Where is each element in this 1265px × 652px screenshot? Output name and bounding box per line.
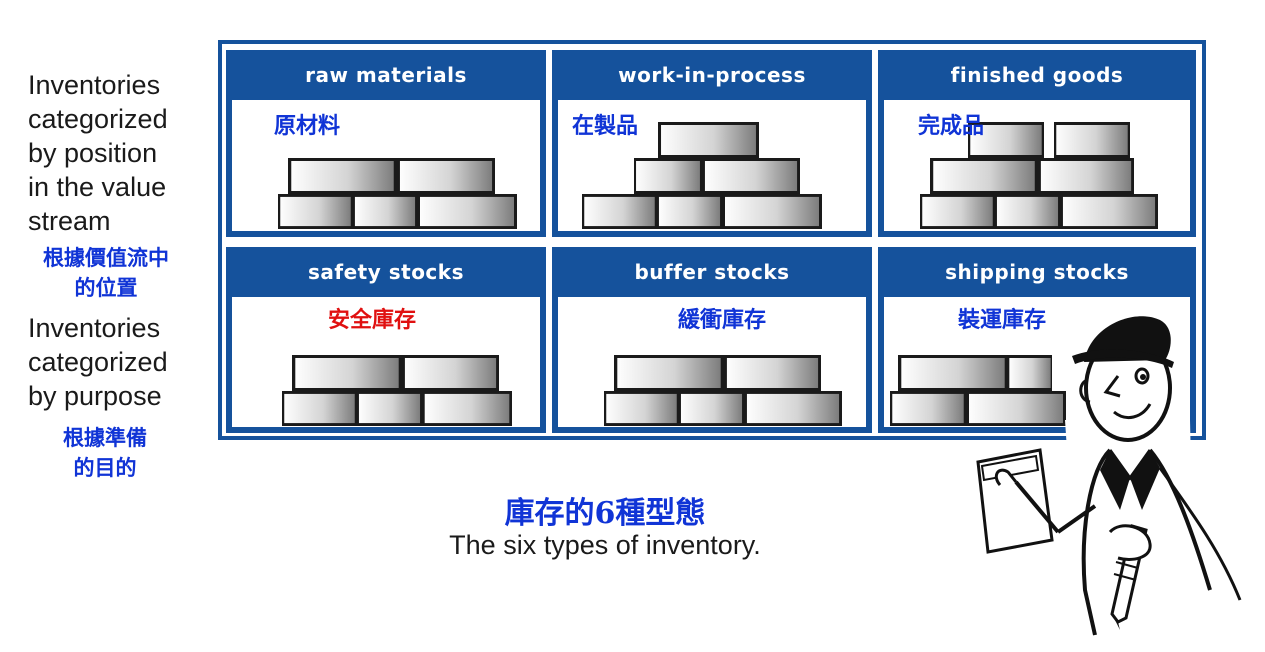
caption-zh: 庫存的6種型態 <box>504 496 706 531</box>
panel-body: 完成品 <box>884 100 1190 231</box>
purpose-zh-line: 的目的 <box>73 455 137 480</box>
position-label-line: categorized <box>28 104 168 134</box>
panel-zh-label: 緩衝庫存 <box>678 307 767 333</box>
purpose-label-line: by purpose <box>28 381 162 411</box>
position-label-line: in the value <box>28 172 167 202</box>
position-category-label: Inventories categorized by position in t… <box>28 68 168 238</box>
caption-en: The six types of inventory. <box>449 530 761 560</box>
cartoon-worker-illustration <box>976 316 1242 645</box>
panel-zh-label: 原材料 <box>274 113 341 139</box>
panel-title: shipping stocks <box>945 260 1129 284</box>
panel-zh-label: 安全庫存 <box>328 307 417 333</box>
panel-work-in-process: work-in-process 在製品 <box>552 50 872 237</box>
panel-safety-stocks: safety stocks 安全庫存 <box>226 247 546 433</box>
panel-body: 安全庫存 <box>232 297 540 427</box>
purpose-category-label: Inventories categorized by purpose <box>28 311 168 413</box>
panel-raw-materials: raw materials 原材料 <box>226 50 546 237</box>
panel-zh-label: 裝運庫存 <box>958 307 1047 333</box>
panel-buffer-stocks: buffer stocks 緩衝庫存 <box>552 247 872 433</box>
purpose-label-line: categorized <box>28 347 168 377</box>
panel-title: finished goods <box>950 63 1124 87</box>
panel-zh-label: 完成品 <box>918 113 985 139</box>
position-label-line: by position <box>28 138 158 168</box>
panel-title: raw materials <box>305 63 467 87</box>
position-zh-line: 根據價值流中 <box>43 245 169 270</box>
panel-zh-label: 在製品 <box>572 113 639 139</box>
panel-title: safety stocks <box>308 260 464 284</box>
panel-body: 在製品 <box>558 100 866 231</box>
panel-body: 緩衝庫存 <box>558 297 866 427</box>
purpose-category-zh: 根據準備 的目的 <box>30 423 180 483</box>
position-label-line: Inventories <box>28 70 161 100</box>
position-zh-line: 的位置 <box>74 275 138 300</box>
position-category-zh: 根據價值流中 的位置 <box>22 243 190 303</box>
purpose-label-line: Inventories <box>28 313 161 343</box>
panel-title: work-in-process <box>618 63 806 87</box>
purpose-zh-line: 根據準備 <box>63 425 147 450</box>
position-label-line: stream <box>28 206 111 236</box>
panel-body: 原材料 <box>232 100 540 231</box>
panel-finished-goods: finished goods 完成品 <box>878 50 1196 237</box>
panel-title: buffer stocks <box>634 260 790 284</box>
